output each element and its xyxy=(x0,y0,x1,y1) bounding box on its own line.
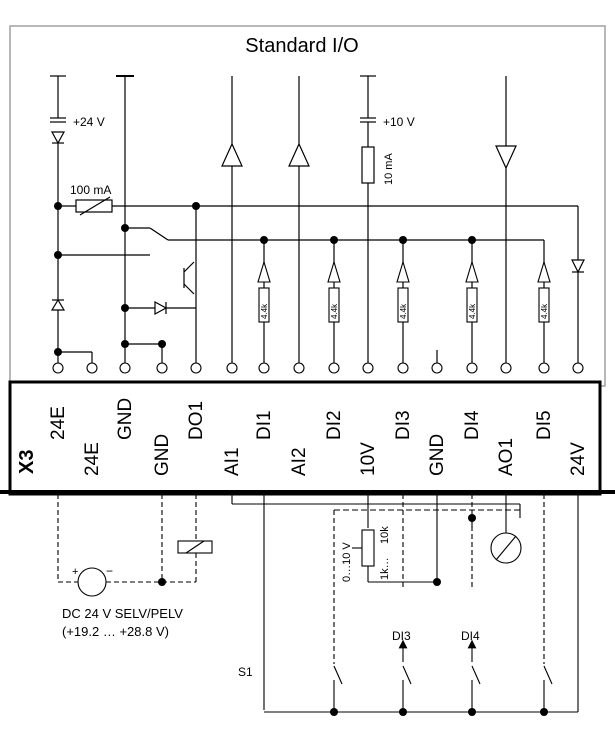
svg-text:GND: GND xyxy=(152,434,173,476)
svg-text:4.4k: 4.4k xyxy=(330,303,339,319)
svg-text:4.4k: 4.4k xyxy=(399,303,408,319)
svg-text:DI1: DI1 xyxy=(254,410,275,440)
svg-text:4.4k: 4.4k xyxy=(260,303,269,319)
switch-s1-label: S1 xyxy=(238,665,253,679)
svg-text:24V: 24V xyxy=(568,442,589,476)
connector-label: X3 xyxy=(16,450,38,474)
label-plus-10v: +10 V xyxy=(383,115,415,129)
svg-text:DI5: DI5 xyxy=(534,410,555,440)
terminal-labels-top: 24E GND DO1 DI1 DI2 DI3 DI4 DI5 xyxy=(48,398,555,440)
di3-arrow-label: DI3 xyxy=(392,629,411,643)
svg-text:GND: GND xyxy=(427,434,448,476)
label-10ma: 10 mA xyxy=(383,153,395,185)
potentiometer-1k-label: 1k… xyxy=(379,557,391,580)
supply-label-line2: (+19.2 … +28.8 V) xyxy=(62,624,169,639)
svg-text:DI2: DI2 xyxy=(324,410,345,440)
di4-arrow-label: DI4 xyxy=(461,629,480,643)
terminal-labels-bottom: 24E GND AI1 AI2 10V GND AO1 24V xyxy=(82,434,589,476)
external-wiring xyxy=(57,494,579,713)
supply-minus-sign: − xyxy=(106,564,113,578)
internal-circuit xyxy=(50,75,585,368)
di-resistor-labels: 4.4k 4.4k 4.4k 4.4k 4.4k xyxy=(260,303,549,319)
supply-label-line1: DC 24 V SELV/PELV xyxy=(62,606,183,621)
svg-text:4.4k: 4.4k xyxy=(468,303,477,319)
svg-text:DO1: DO1 xyxy=(186,401,207,440)
svg-text:AI1: AI1 xyxy=(222,447,243,476)
supply-plus-sign: + xyxy=(72,566,78,578)
label-100ma: 100 mA xyxy=(70,183,111,197)
svg-text:DI3: DI3 xyxy=(393,410,414,440)
svg-text:24E: 24E xyxy=(82,442,103,476)
svg-text:AI2: AI2 xyxy=(289,447,310,476)
diagram-title: Standard I/O xyxy=(245,35,358,57)
svg-text:24E: 24E xyxy=(48,406,69,440)
terminal-circles xyxy=(52,362,584,374)
svg-text:10V: 10V xyxy=(358,442,379,476)
external-junction-dots xyxy=(158,514,548,716)
junction-dots xyxy=(54,202,476,356)
potentiometer-range-label: 0…10 V xyxy=(341,542,353,582)
di-input-stages xyxy=(257,260,551,323)
label-plus-24v: +24 V xyxy=(73,115,105,129)
svg-text:AO1: AO1 xyxy=(496,438,517,476)
svg-text:GND: GND xyxy=(115,398,136,440)
potentiometer-10k-label: 10k xyxy=(379,526,391,544)
svg-text:DI4: DI4 xyxy=(462,410,483,440)
x3-connector-block xyxy=(8,380,602,496)
svg-text:4.4k: 4.4k xyxy=(540,303,549,319)
